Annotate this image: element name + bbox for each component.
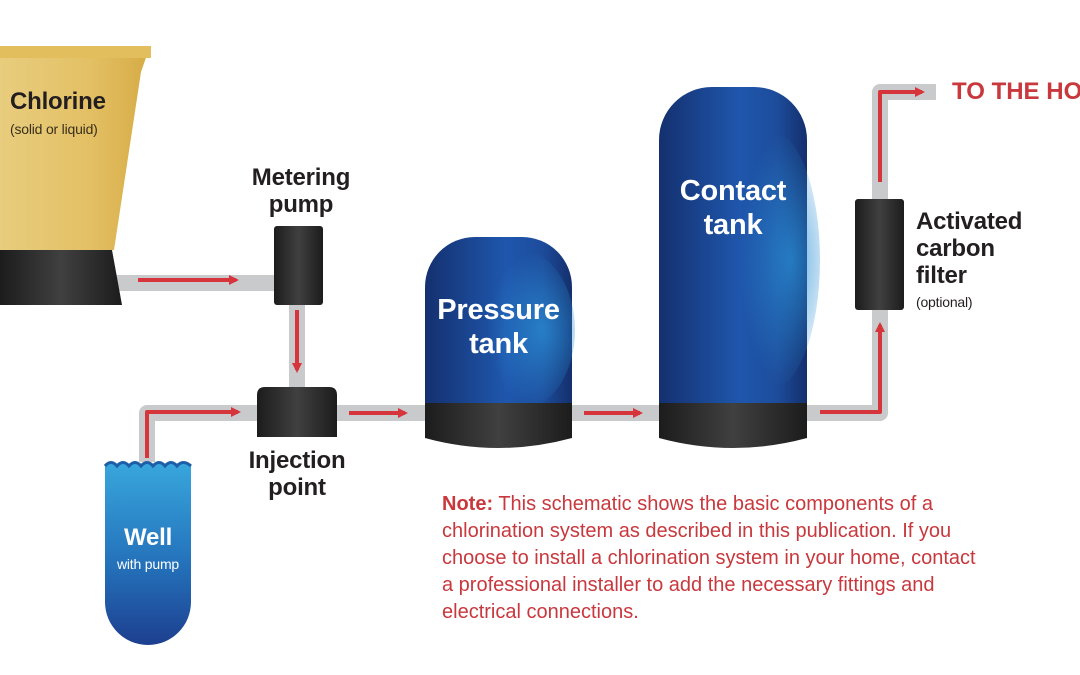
flow-arrow-to-filter xyxy=(820,322,885,414)
well-title: Well xyxy=(123,524,173,551)
note-prefix: Note: xyxy=(442,493,494,515)
flow-arrows xyxy=(138,87,925,458)
pressure-tank-highlight xyxy=(465,250,575,410)
injection-point xyxy=(257,387,337,437)
carbon-filter xyxy=(855,199,904,310)
injection-point-label: Injection point xyxy=(246,447,348,501)
pressure-tank-label-line2: tank xyxy=(469,328,528,360)
chlorine-tank-lid xyxy=(0,46,151,58)
chlorine-label: Chlorine xyxy=(10,88,106,115)
note-text: This schematic shows the basic component… xyxy=(442,493,976,623)
contact-tank-label-line2: tank xyxy=(703,209,763,241)
pressure-tank-base xyxy=(425,403,572,448)
metering-pump-label: Metering pump xyxy=(251,164,351,218)
metering-pump-label-line2: pump xyxy=(268,191,334,218)
contact-tank xyxy=(659,87,820,448)
destination-label: TO THE HOME xyxy=(952,78,1080,105)
well-body xyxy=(105,464,191,645)
metering-pump-label-line1: Metering xyxy=(251,164,351,191)
contact-tank-label-line1: Contact xyxy=(679,175,787,207)
contact-tank-label: Contact tank xyxy=(659,174,807,242)
chlorine-title: Chlorine xyxy=(10,88,106,115)
well-sublabel: with pump xyxy=(116,556,179,572)
carbon-filter-label-line3: filter xyxy=(916,262,967,289)
flow-arrow-well xyxy=(145,407,241,458)
injection-point-label-line1: Injection xyxy=(248,447,346,474)
carbon-filter-sublabel: (optional) xyxy=(916,294,973,310)
pressure-tank xyxy=(425,237,575,448)
contact-tank-highlight xyxy=(720,130,820,390)
chlorine-container xyxy=(0,46,151,305)
chlorine-tank-base xyxy=(0,250,122,305)
contact-tank-base xyxy=(659,403,807,448)
well xyxy=(103,461,192,645)
pressure-tank-label: Pressure tank xyxy=(425,293,572,361)
well-label: Well xyxy=(105,524,191,551)
pipe-filter-to-home xyxy=(872,84,936,205)
flow-arrow-to-home xyxy=(878,87,925,182)
carbon-filter-label-line2: carbon xyxy=(916,235,995,262)
injection-point-label-line2: point xyxy=(268,474,326,501)
carbon-filter-label: Activated carbon filter xyxy=(916,208,1022,289)
pressure-tank-label-line1: Pressure xyxy=(437,294,560,326)
carbon-filter-label-line1: Activated xyxy=(916,208,1023,235)
metering-pump xyxy=(274,226,323,305)
chlorine-tank-body xyxy=(0,46,150,250)
water-surface xyxy=(103,461,192,469)
note-paragraph: Note: This schematic shows the basic com… xyxy=(442,491,982,626)
chlorine-sublabel: (solid or liquid) xyxy=(10,121,98,137)
